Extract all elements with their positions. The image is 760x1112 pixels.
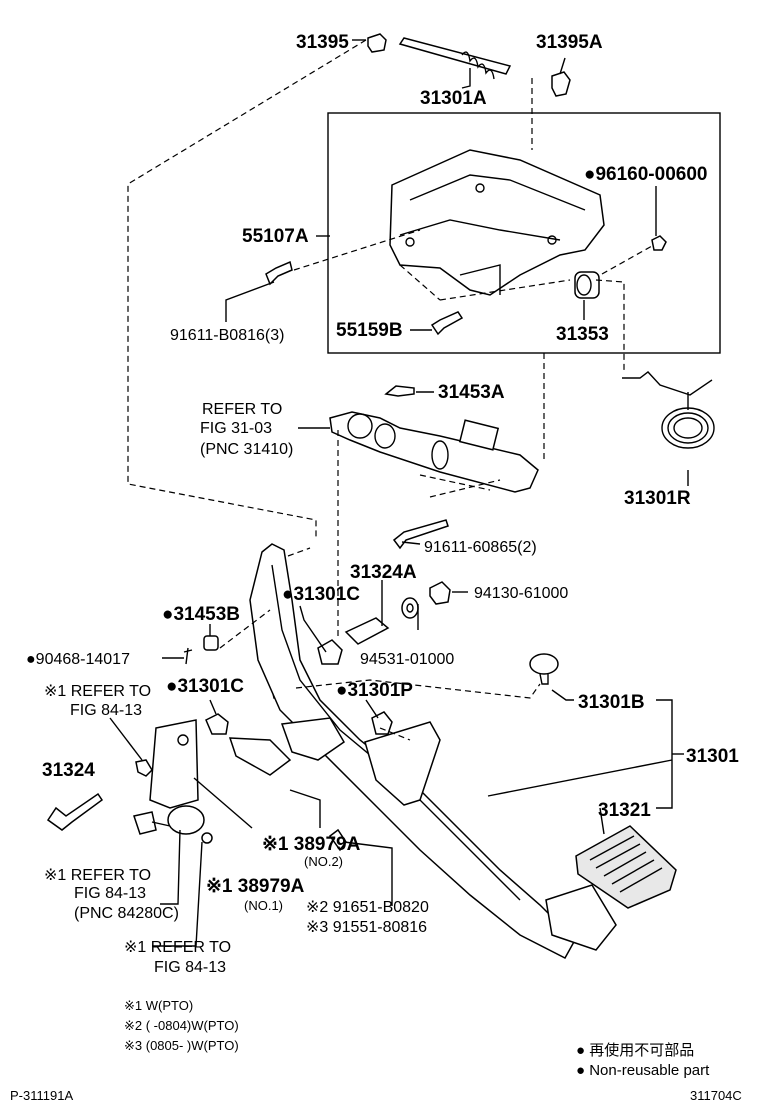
clip-31395	[367, 33, 387, 53]
label-91651-B0820: ※2 91651-B0820	[306, 899, 429, 916]
washer-94531	[401, 597, 419, 619]
bolt-31324	[46, 792, 104, 831]
label-31301B: 31301B	[578, 692, 645, 713]
label-91611-60865: 91611-60865(2)	[424, 539, 537, 556]
label-55107A: 55107A	[242, 226, 309, 247]
label-31301P: ●31301P	[336, 680, 413, 701]
clip-31395A	[551, 71, 571, 97]
legend-line-jp: ● 再使用不可部品	[576, 1042, 694, 1059]
label-91551-80816: ※3 91551-80816	[306, 919, 427, 936]
bushing-31301C-top	[317, 639, 343, 665]
nut-96160	[651, 235, 667, 251]
bushing-31301C-mid	[205, 713, 229, 735]
label-31301A: 31301A	[420, 88, 487, 109]
note-3: ※3 (0805- )W(PTO)	[124, 1038, 239, 1053]
switch-assembly	[133, 719, 213, 844]
bracket-55107A	[389, 149, 605, 296]
label-38979A-no2: ※1 38979A	[262, 834, 361, 855]
refer-31-03-line1: REFER TO	[202, 401, 282, 418]
label-31395: 31395	[296, 32, 349, 53]
pin-90468	[183, 647, 193, 665]
label-31353: 31353	[556, 324, 609, 345]
footer-illustration-id: P-311191A	[10, 1088, 73, 1103]
collar-31324A	[344, 617, 390, 645]
label-38979A-no1-sub: (NO.1)	[244, 898, 283, 913]
label-91611-B0816: 91611-B0816(3)	[170, 327, 284, 344]
bolt-31453A	[384, 385, 415, 397]
refer-31-03-line2: FIG 31-03	[200, 420, 272, 437]
label-31395A: 31395A	[536, 32, 603, 53]
spring-31301R	[622, 371, 715, 449]
bolt-91611-60865	[392, 519, 449, 550]
nut-31453B	[203, 635, 219, 651]
label-90468-14017: ●90468-14017	[26, 651, 130, 668]
label-38979A-no1: ※1 38979A	[206, 876, 305, 897]
screw-small	[135, 759, 153, 777]
bushing-31353	[574, 271, 600, 299]
note-2: ※2 ( -0804)W(PTO)	[124, 1018, 239, 1033]
bushing-31301P	[371, 711, 393, 735]
label-31321: 31321	[598, 800, 651, 821]
refer-84-13-a-line2: FIG 84-13	[70, 702, 142, 719]
clutch-pedal-31301	[228, 543, 617, 959]
label-94531-01000: 94531-01000	[360, 651, 454, 668]
label-31301: 31301	[686, 746, 739, 767]
footer-figure-id: 311704C	[690, 1088, 742, 1103]
bracket-inset-box	[327, 112, 721, 354]
refer-84-13-b-line3: (PNC 84280C)	[74, 905, 179, 922]
bolt-55159B	[430, 311, 464, 336]
nut-94130	[429, 581, 451, 605]
label-31301R: 31301R	[624, 488, 691, 509]
refer-84-13-b-line2: FIG 84-13	[74, 885, 146, 902]
label-31453A: 31453A	[438, 382, 505, 403]
legend-line-en: ● Non-reusable part	[576, 1062, 710, 1079]
label-31324A: 31324A	[350, 562, 417, 583]
label-96160-00600: ●96160-00600	[584, 164, 707, 185]
refer-31-03-line3: (PNC 31410)	[200, 441, 293, 458]
refer-84-13-c-line1: ※1 REFER TO	[124, 939, 231, 956]
label-31453B: ●31453B	[162, 604, 240, 625]
label-31301C-top: ●31301C	[282, 584, 360, 605]
bolt-91611-B0816	[265, 260, 293, 286]
note-1: ※1 W(PTO)	[124, 998, 193, 1013]
label-38979A-no2-sub: (NO.2)	[304, 854, 343, 869]
label-55159B: 55159B	[336, 320, 403, 341]
stopper-31301B	[529, 653, 559, 685]
label-31301C-low: ●31301C	[166, 676, 244, 697]
pin-31301A	[398, 37, 512, 80]
label-94130-61000: 94130-61000	[474, 585, 568, 602]
master-cylinder	[329, 411, 539, 493]
refer-84-13-b-line1: ※1 REFER TO	[44, 867, 151, 884]
pedal-pad-31321	[575, 825, 677, 909]
label-31324: 31324	[42, 760, 95, 781]
refer-84-13-a-line1: ※1 REFER TO	[44, 683, 151, 700]
refer-84-13-c-line2: FIG 84-13	[154, 959, 226, 976]
